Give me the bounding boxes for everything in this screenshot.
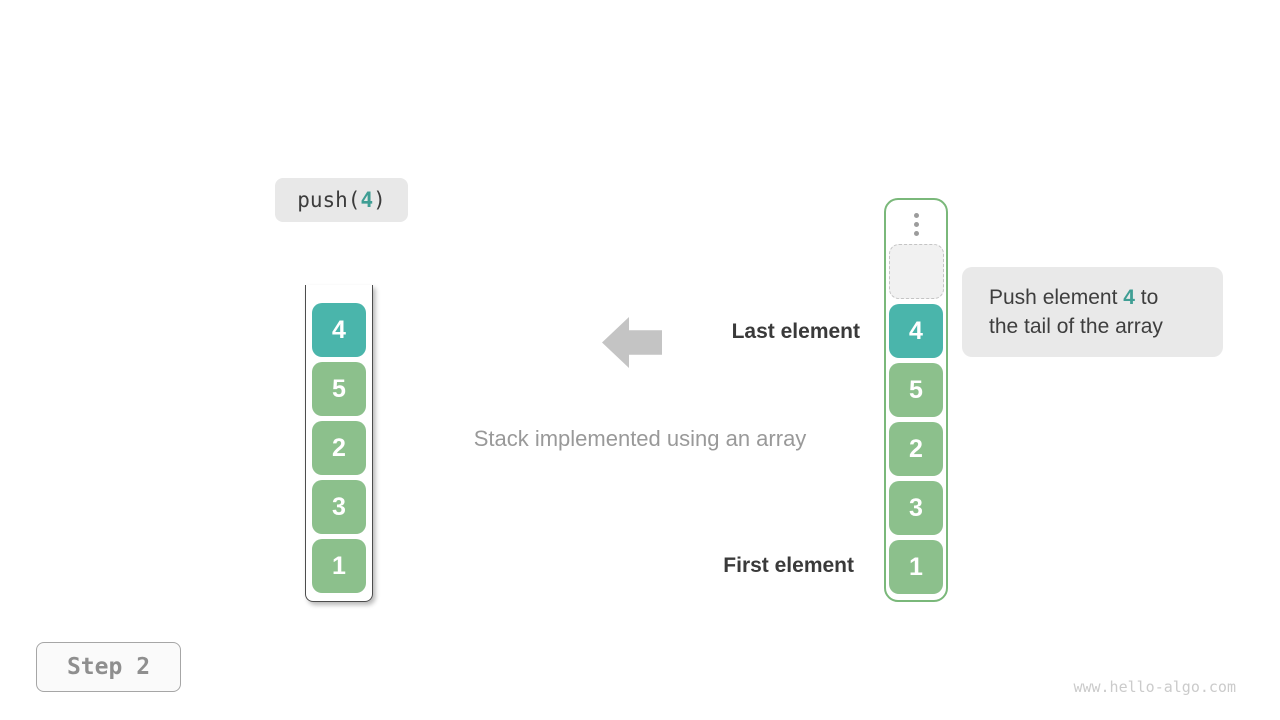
diagram-caption: Stack implemented using an array bbox=[473, 426, 807, 451]
annotation-bubble: Push element 4 to the tail of the array bbox=[962, 267, 1223, 357]
empty-array-slot bbox=[888, 244, 944, 299]
left-arrow-icon bbox=[602, 317, 662, 368]
array-container: 4 5 2 3 1 bbox=[884, 198, 948, 602]
array-cell: 4 bbox=[889, 304, 943, 358]
stack-cell: 1 bbox=[312, 539, 366, 593]
stack-cell: 5 bbox=[312, 362, 366, 416]
site-watermark: www.hello-algo.com bbox=[1073, 678, 1236, 696]
push-arg-value: 4 bbox=[360, 188, 374, 212]
push-code-prefix: push( bbox=[297, 188, 361, 212]
stack-cell: 3 bbox=[312, 480, 366, 534]
vertical-ellipsis-icon bbox=[913, 213, 919, 236]
array-cell: 2 bbox=[889, 422, 943, 476]
first-element-label: First element bbox=[723, 554, 854, 577]
push-operation-chip: push(4) bbox=[275, 178, 408, 222]
annotation-text: Push element 4 to the tail of the array bbox=[989, 286, 1163, 338]
array-cell: 1 bbox=[889, 540, 943, 594]
last-element-label: Last element bbox=[731, 320, 860, 343]
array-cell: 3 bbox=[889, 481, 943, 535]
stack-container: 4 5 2 3 1 bbox=[305, 285, 373, 602]
step-badge: Step 2 bbox=[36, 642, 181, 692]
stack-cell: 2 bbox=[312, 421, 366, 475]
array-cell: 5 bbox=[889, 363, 943, 417]
stack-cell: 4 bbox=[312, 303, 366, 357]
annotation-value: 4 bbox=[1123, 286, 1135, 309]
push-code-suffix: ) bbox=[373, 188, 386, 212]
